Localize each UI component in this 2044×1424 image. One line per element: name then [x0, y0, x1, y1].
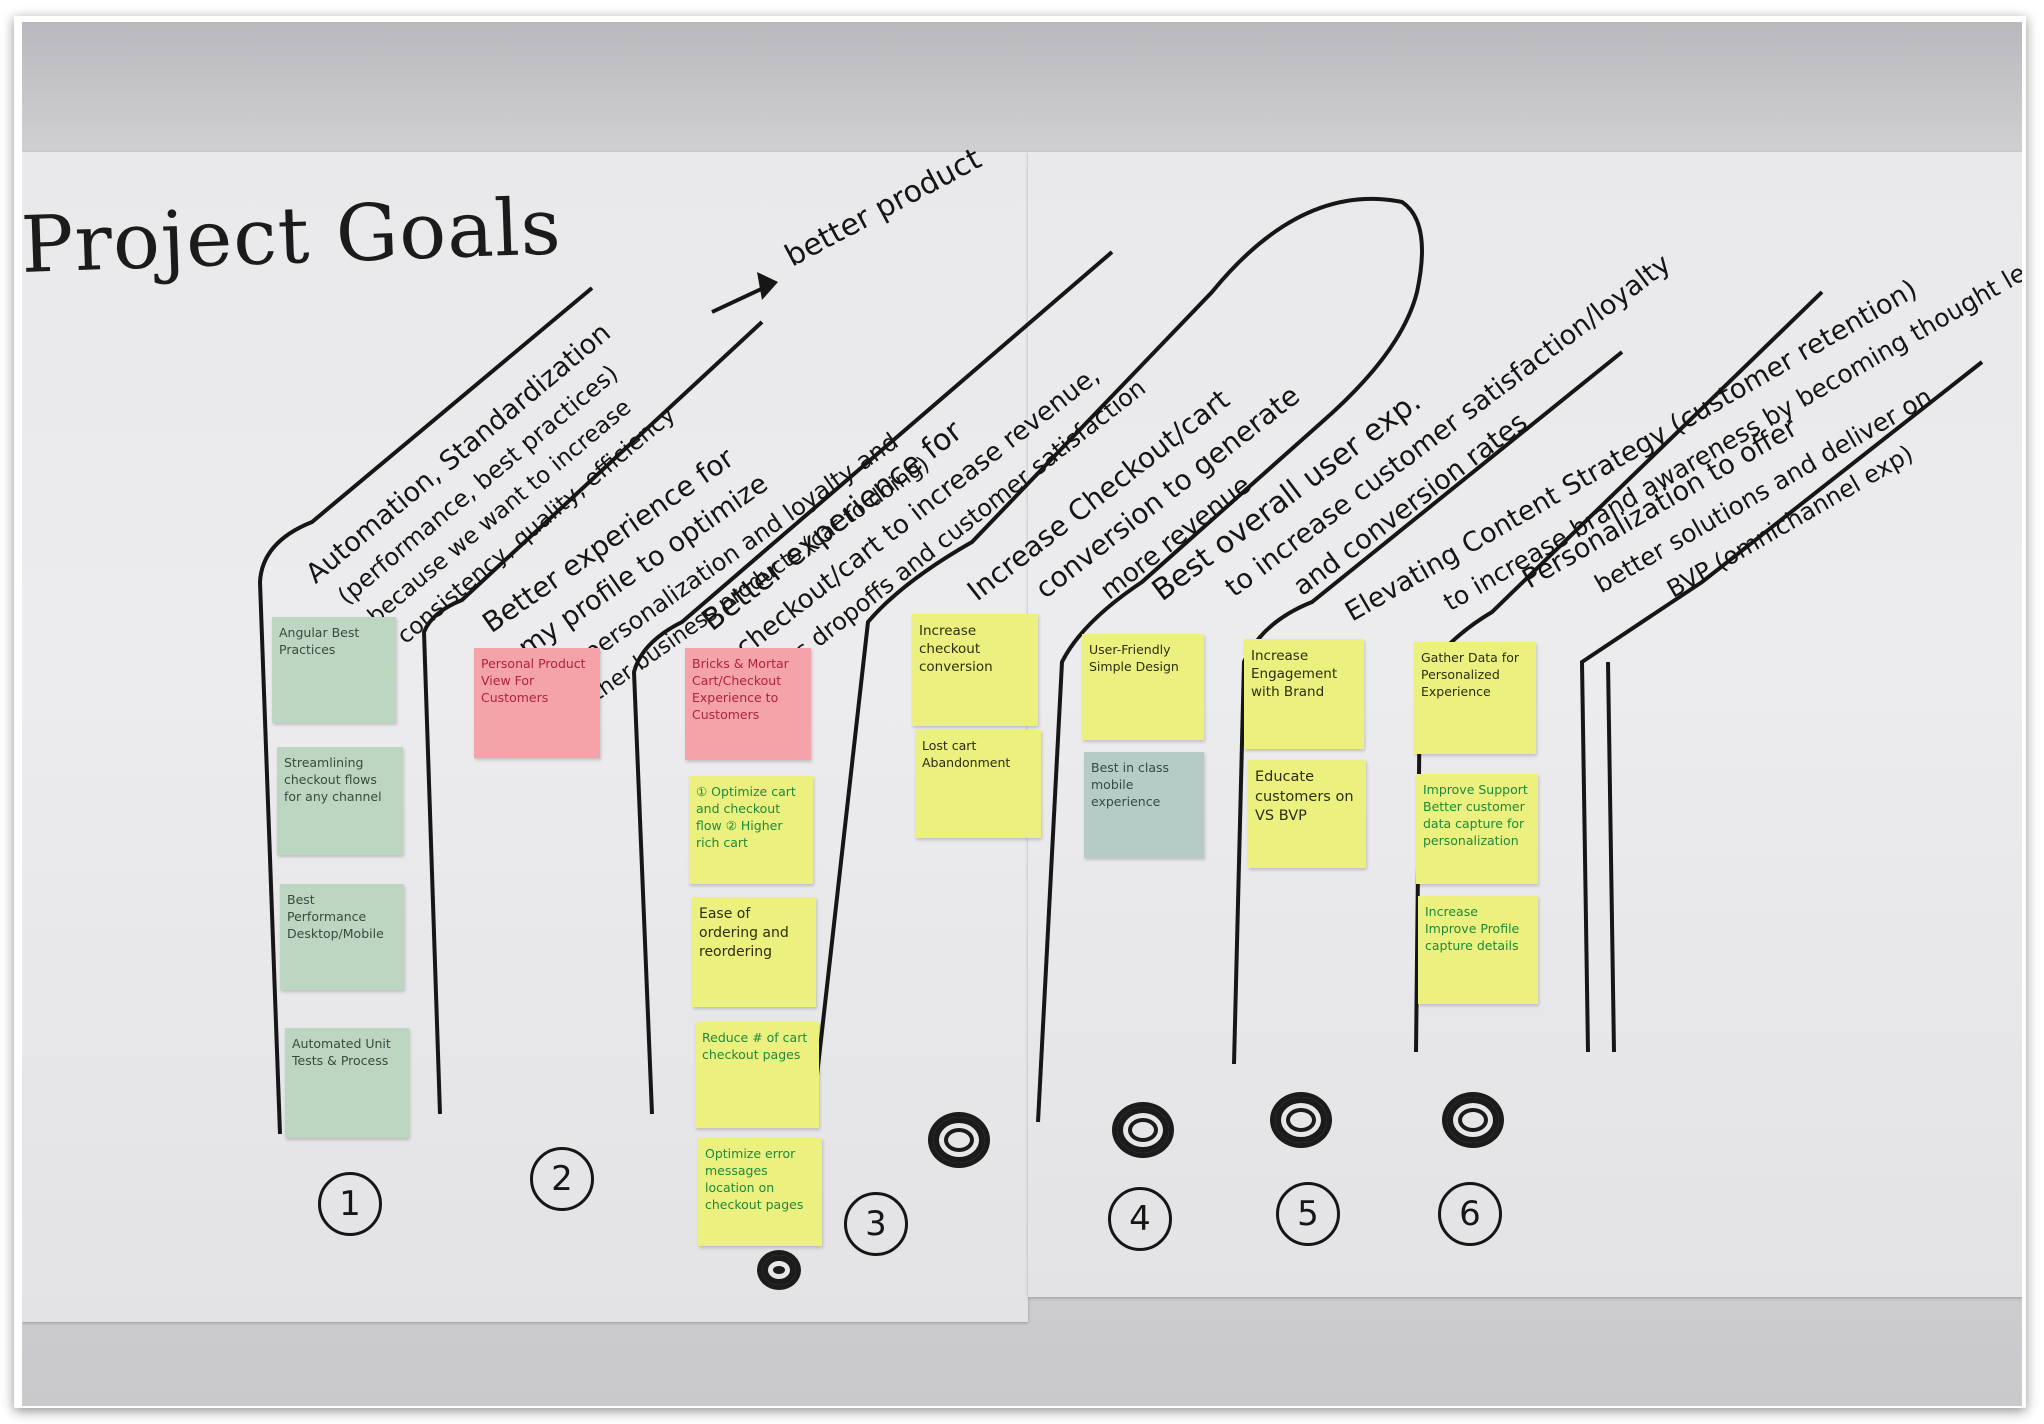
sticky-note-educate-customers: Educate customers on VS BVP — [1248, 760, 1366, 868]
sticky-note-best-in-class-mobile: Best in class mobile experience — [1084, 752, 1204, 858]
column-number-4: 4 — [1108, 1187, 1172, 1251]
sticky-note-increase-engagement: Increase Engagement with Brand — [1244, 639, 1364, 749]
column-number-1: 1 — [318, 1172, 382, 1236]
sticky-note-improve-support-data: Improve Support Better customer data cap… — [1416, 774, 1538, 884]
sticky-note-optimize-error-messages: Optimize error messages location on chec… — [698, 1138, 822, 1246]
sticky-note-ease-of-ordering: Ease of ordering and reordering — [692, 897, 816, 1007]
sticky-note-increase-checkout-conversion: Increase checkout conversion — [912, 614, 1038, 726]
sticky-note-lost-cart-abandonment: Lost cart Abandonment — [915, 730, 1041, 838]
column-divider-2 — [421, 320, 764, 1115]
scribbled-number-mark — [928, 1112, 990, 1168]
column-number-5: 5 — [1276, 1182, 1340, 1246]
sticky-note-reduce-checkout-pages: Reduce # of cart checkout pages — [695, 1022, 819, 1128]
column-number-3: 3 — [844, 1192, 908, 1256]
column-number-2: 2 — [530, 1147, 594, 1211]
column-number-6: 6 — [1438, 1182, 1502, 1246]
scribbled-number-mark — [757, 1250, 801, 1290]
marker-drawing: Project Goals better product Automation,… — [22, 141, 2022, 1135]
sticky-note-user-friendly-design: User-Friendly Simple Design — [1082, 634, 1204, 740]
arrow-head-icon — [757, 272, 778, 300]
scribbled-number-mark — [1112, 1102, 1174, 1158]
sticky-note-angular-best-practices: Angular Best Practices — [272, 617, 396, 723]
column-divider-8 — [1606, 661, 1616, 1053]
board-title: Project Goals — [22, 182, 563, 291]
svg-text:Better experience for: Better experience for — [695, 413, 969, 638]
column-divider-4 — [812, 197, 1424, 1123]
arrow-target-text: better product — [779, 141, 987, 274]
sticky-note-optimize-cart-flow: ① Optimize cart and checkout flow ② High… — [689, 776, 813, 884]
scribbled-number-mark — [1442, 1092, 1504, 1148]
sticky-note-personal-product-view: Personal Product View For Customers — [474, 648, 600, 758]
scribbled-number-mark — [1270, 1092, 1332, 1148]
sticky-note-bricks-mortar-cart: Bricks & Mortar Cart/Checkout Experience… — [685, 648, 811, 760]
column-divider-1 — [257, 286, 594, 1135]
sticky-note-automated-unit-tests: Automated Unit Tests & Process — [285, 1028, 409, 1138]
sticky-note-best-performance: Best Performance Desktop/Mobile — [280, 884, 404, 990]
sticky-note-improve-profile-capture: Increase Improve Profile capture details — [1418, 896, 1538, 1004]
column-divider-3 — [631, 250, 1114, 1115]
sticky-note-gather-data: Gather Data for Personalized Experience — [1414, 642, 1536, 754]
sticky-note-streamlining-checkout: Streamlining checkout flows for any chan… — [277, 747, 403, 855]
column-divider-7 — [1579, 360, 1984, 1053]
whiteboard-photo: Project Goals better product Automation,… — [22, 22, 2022, 1406]
